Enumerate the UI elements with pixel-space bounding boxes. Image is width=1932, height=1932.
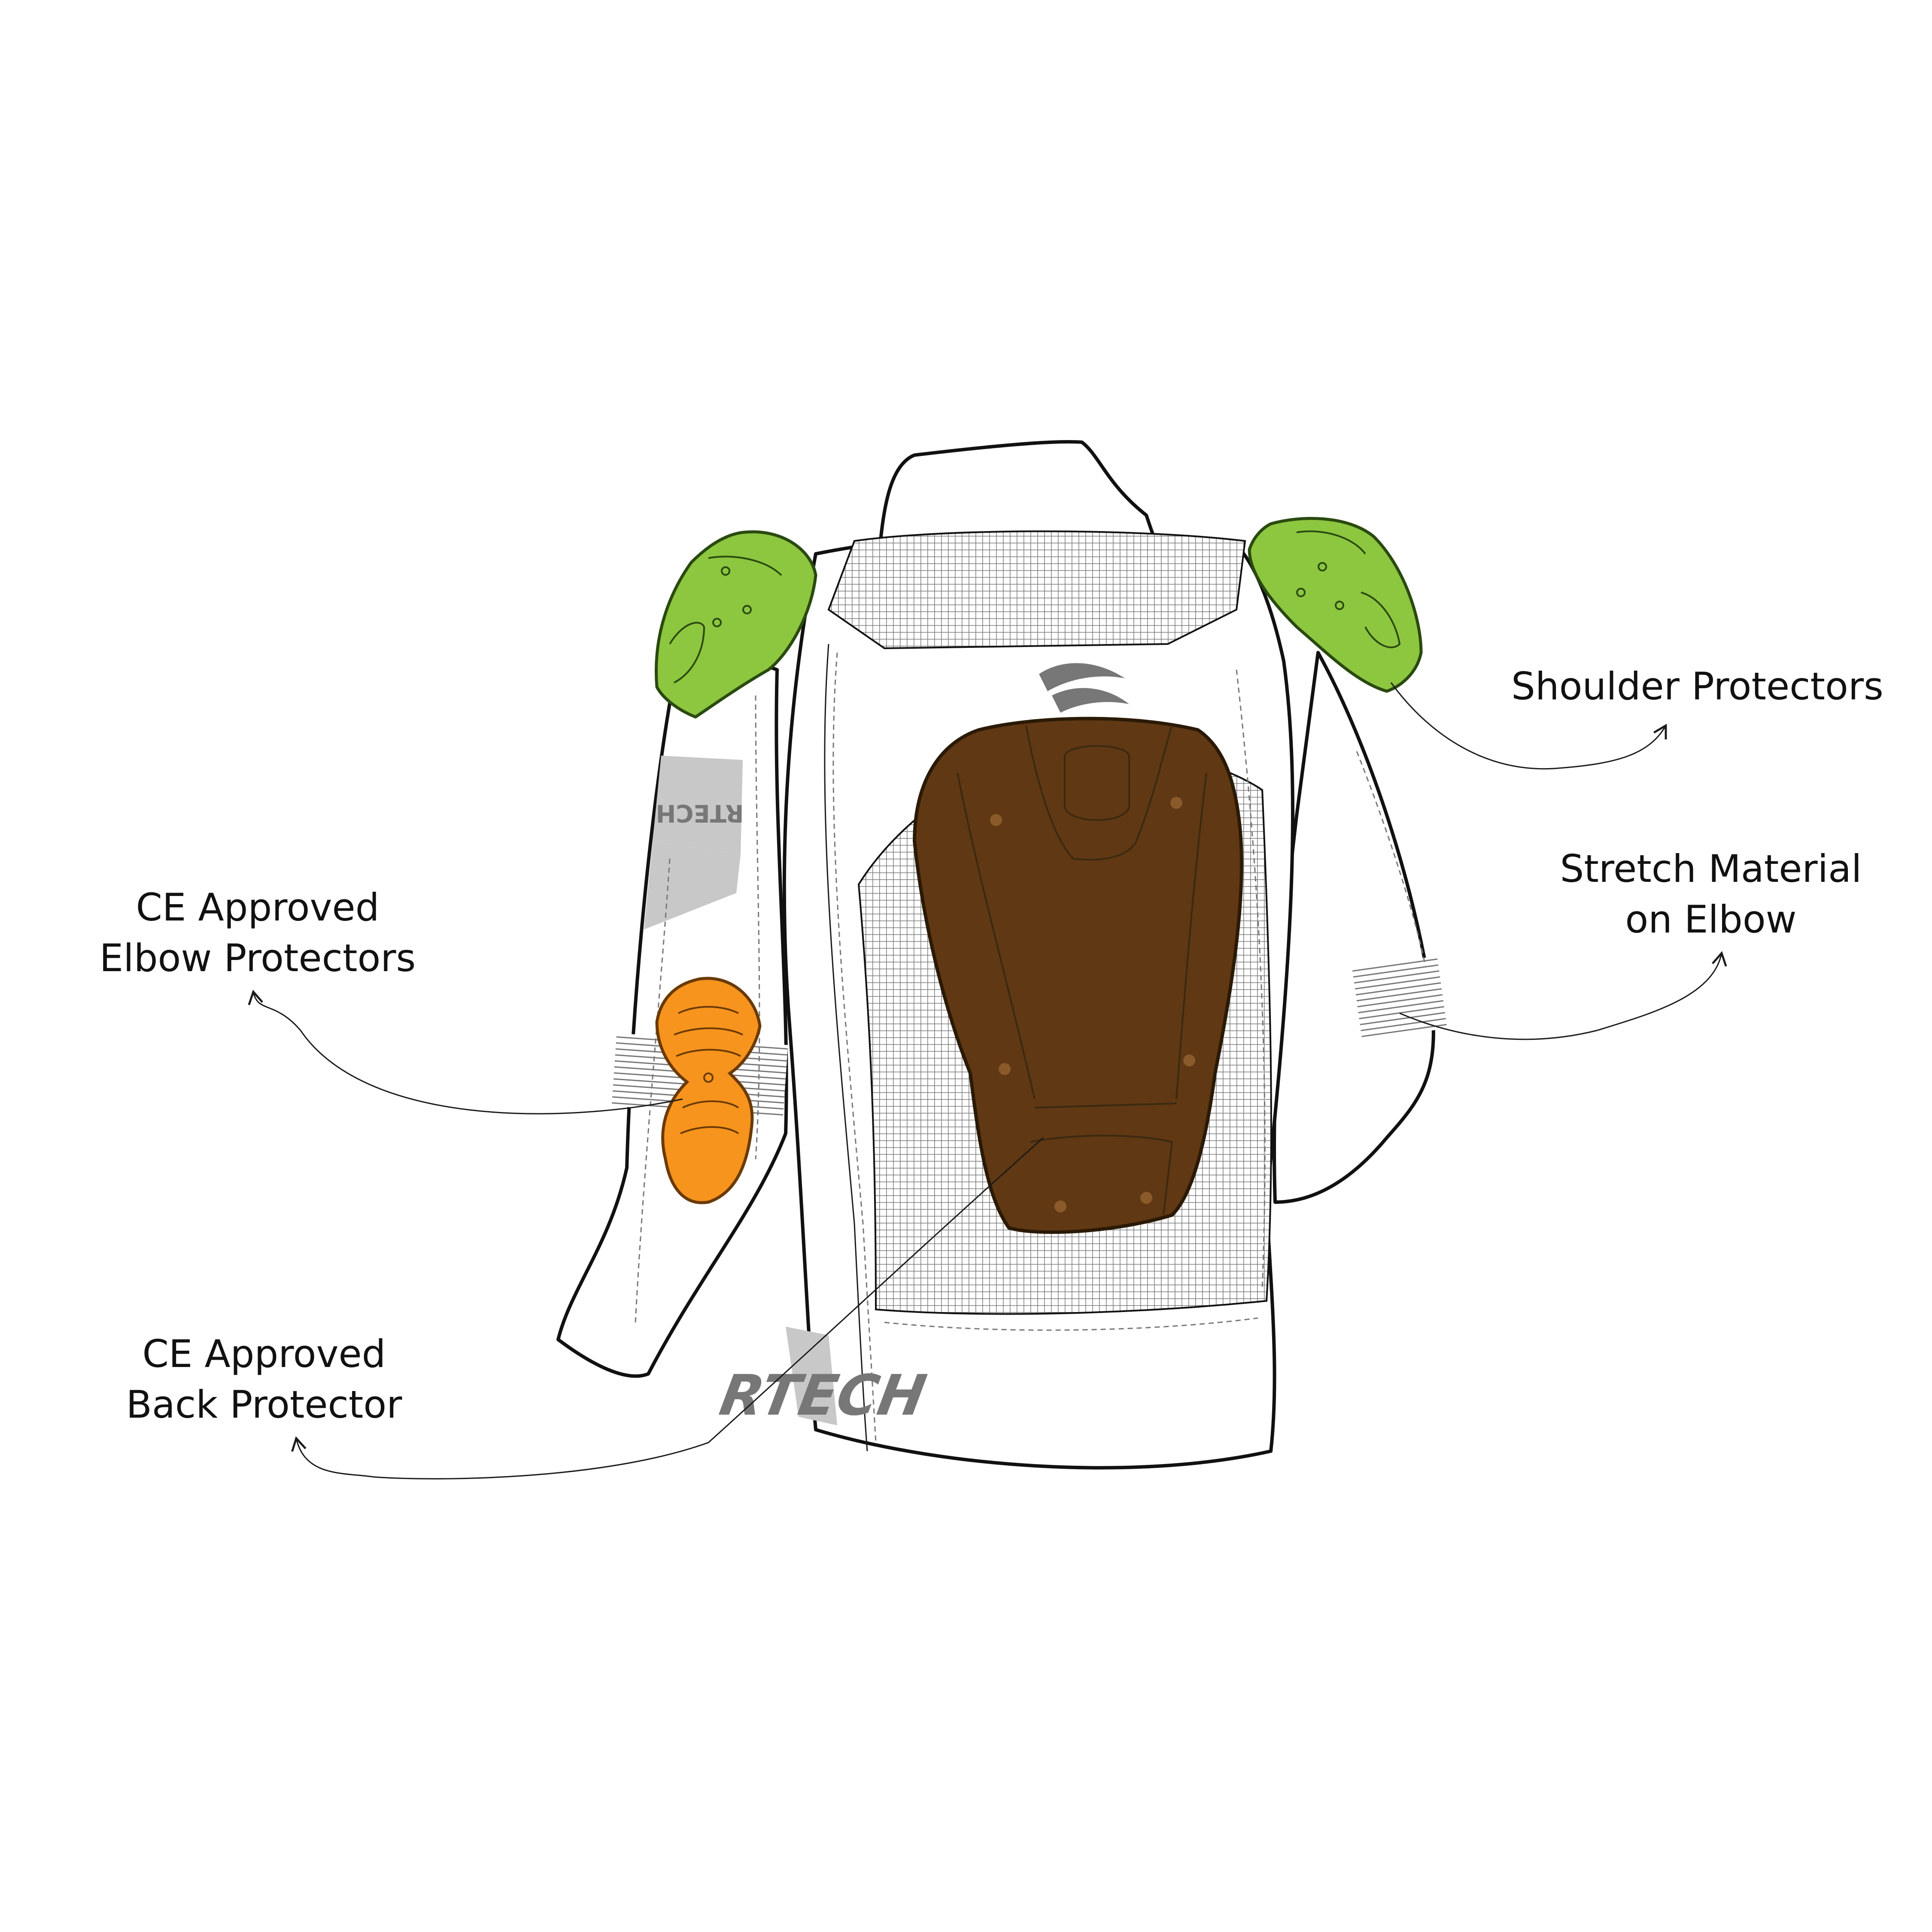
back-protector-label-line-2: Back Protector xyxy=(126,1382,402,1427)
elbow-protector xyxy=(655,977,762,1204)
left-shoulder-protector xyxy=(654,530,817,719)
elbow-protectors-label-line-2: Elbow Protectors xyxy=(99,936,416,980)
right-sleeve-ribs xyxy=(1352,956,1447,1041)
waist-logo: RTECH xyxy=(715,1363,931,1428)
shoulder-leader-line xyxy=(1390,682,1667,770)
sleeve-logo: RTECH xyxy=(656,799,744,827)
elbow-protectors-label-line-1: CE Approved xyxy=(136,885,380,930)
stretch-leader-line xyxy=(1399,951,1727,1040)
stretch-material-label-line-1: Stretch Material xyxy=(1560,847,1862,891)
elbow-leader-line xyxy=(248,990,683,1115)
waist-logo-group: RTECH xyxy=(715,663,1129,1428)
elbow-protectors-label: CE Approved Elbow Protectors xyxy=(100,882,416,984)
shoulder-blade-logo-mark xyxy=(1039,663,1129,713)
stretch-material-label-line-2: on Elbow xyxy=(1625,897,1797,942)
back-leader-line xyxy=(291,1137,1044,1479)
right-shoulder-protector xyxy=(1248,517,1423,693)
back-protector-label-line-1: CE Approved xyxy=(142,1332,386,1376)
stretch-material-label: Stretch Material on Elbow xyxy=(1560,844,1862,945)
shoulder-protectors-label: Shoulder Protectors xyxy=(1511,661,1883,712)
collar xyxy=(878,440,1161,551)
sleeve-grey-upper xyxy=(653,756,743,854)
back-protector xyxy=(912,717,1243,1234)
back-protector-label: CE Approved Back Protector xyxy=(126,1329,402,1430)
sleeve-grey-lower xyxy=(644,841,741,930)
shoulder-protectors-label-line-1: Shoulder Protectors xyxy=(1511,664,1883,708)
side-grey-panel xyxy=(786,1327,837,1425)
upper-back-mesh xyxy=(827,530,1246,650)
right-sleeve xyxy=(1273,651,1447,1204)
